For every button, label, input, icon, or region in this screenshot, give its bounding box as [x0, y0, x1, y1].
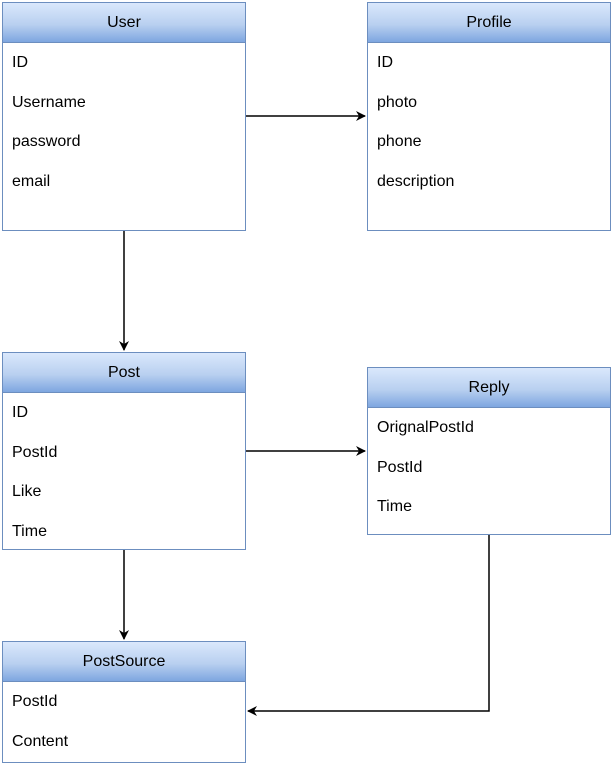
entity-title[interactable]: Post [3, 353, 245, 393]
field-list: ID Username password email [3, 43, 245, 201]
entity-title[interactable]: PostSource [3, 642, 245, 682]
field[interactable]: PostId [12, 443, 58, 461]
field[interactable]: PostId [377, 458, 423, 476]
entity-post[interactable]: Post ID PostId Like Time [2, 352, 246, 550]
field[interactable]: email [12, 172, 51, 190]
field[interactable]: phone [377, 133, 422, 150]
edge-reply-to-postsource[interactable] [247, 535, 490, 716]
field[interactable]: photo [377, 93, 418, 111]
field-list: ID photo phone description [368, 43, 610, 201]
field[interactable]: ID [12, 54, 28, 71]
field[interactable]: Content [12, 732, 69, 750]
entity-profile[interactable]: Profile ID photo phone description [367, 2, 611, 231]
field-list: ID PostId Like Time [3, 393, 245, 551]
field-list: PostId Content [3, 682, 245, 761]
entity-postsource[interactable]: PostSource PostId Content [2, 641, 246, 763]
field-list: OrignalPostId PostId Time [368, 408, 610, 527]
entity-title[interactable]: User [3, 3, 245, 43]
field[interactable]: Username [12, 93, 86, 111]
field[interactable]: Time [377, 498, 412, 515]
field[interactable]: Time [12, 522, 47, 540]
field[interactable]: ID [12, 404, 28, 421]
field[interactable]: ID [377, 54, 393, 71]
entity-user[interactable]: User ID Username password email [2, 2, 246, 231]
entity-reply[interactable]: Reply OrignalPostId PostId Time [367, 367, 611, 535]
field[interactable]: password [12, 133, 81, 150]
entity-title[interactable]: Reply [368, 368, 610, 408]
field[interactable]: PostId [12, 693, 58, 710]
entity-title[interactable]: Profile [368, 3, 610, 43]
field[interactable]: OrignalPostId [377, 419, 474, 436]
field[interactable]: Like [12, 483, 42, 500]
field[interactable]: description [377, 172, 455, 190]
